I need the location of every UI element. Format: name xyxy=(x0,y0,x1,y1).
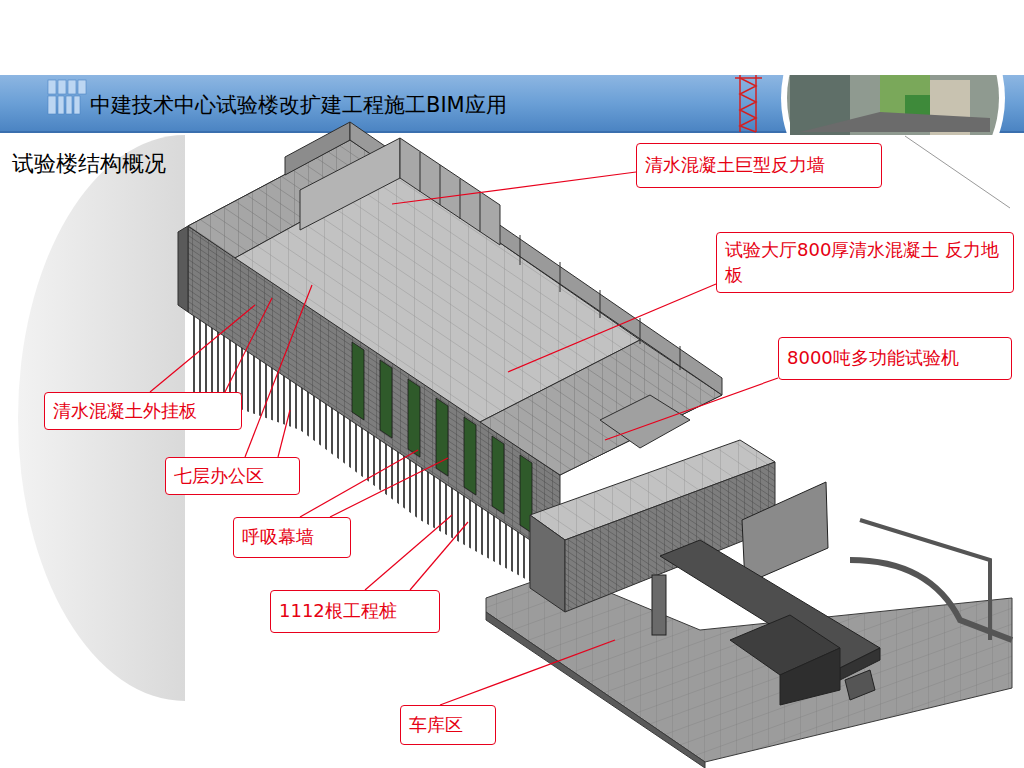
reaction-wall-part xyxy=(460,179,461,219)
callout-body: 呼吸幕墙 xyxy=(242,525,314,549)
site-photo-part xyxy=(800,112,990,132)
reaction-wall-part xyxy=(440,165,441,205)
callout-box: 试验大厅800厚清水混凝土 反力地板 xyxy=(716,232,1014,293)
decor-line xyxy=(905,136,1010,208)
callout-body: 车库区 xyxy=(409,713,463,737)
reaction-wall-part xyxy=(640,318,641,344)
callout-text: 七层办公区 xyxy=(174,464,264,488)
callout-box: 清水混凝土外挂板 xyxy=(44,392,242,430)
garage-slab-part xyxy=(850,560,1012,640)
callout-body: 1112根工程桩 xyxy=(279,599,397,623)
tower-crane-part xyxy=(739,75,741,132)
entrance-wing xyxy=(652,482,880,705)
leader-group-part xyxy=(392,172,636,204)
callout-box: 七层办公区 xyxy=(165,457,300,495)
reaction-wall-part xyxy=(300,138,400,230)
callout-box: 呼吸幕墙 xyxy=(233,517,351,558)
leader-group-part xyxy=(225,298,272,392)
site-photo-part xyxy=(781,75,1005,135)
tower-crane xyxy=(735,75,762,132)
leader-group-part xyxy=(440,640,615,705)
callout-box: 清水混凝土巨型反力墙 xyxy=(636,143,882,188)
entrance-wing-part xyxy=(742,482,828,584)
tower-crane-part xyxy=(735,77,762,79)
curtain-wall-part xyxy=(436,398,448,476)
site-photo-part xyxy=(787,75,999,135)
curtain-wall-part xyxy=(408,379,420,457)
callout-body: 七层办公区 xyxy=(174,464,264,488)
garage-slab-part xyxy=(486,612,705,768)
section-heading: 试验楼结构概况 xyxy=(12,151,166,177)
company-logo-part xyxy=(58,80,66,94)
callout-text: 1112根工程桩 xyxy=(279,599,397,623)
callout-box: 车库区 xyxy=(400,705,496,745)
callout-text: 清水混凝土外挂板 xyxy=(53,399,197,423)
leader-group-part xyxy=(245,285,312,457)
reaction-wall-part xyxy=(600,290,601,318)
callout-text: 车库区 xyxy=(409,713,463,737)
garage-slab-part xyxy=(860,520,990,640)
building-facade-part xyxy=(178,226,188,312)
tower-crane-part xyxy=(740,78,756,132)
reaction-wall-part xyxy=(480,192,481,232)
callout-body: 试验大厅800厚清水混凝土 反力地板 xyxy=(725,238,1005,287)
company-logo-part xyxy=(48,80,56,94)
entrance-wing-part xyxy=(780,648,840,705)
callout-body: 清水混凝土外挂板 xyxy=(53,399,197,423)
leader-group-part xyxy=(150,305,255,392)
leader-group-part xyxy=(278,410,290,457)
leader-group-part xyxy=(508,284,716,372)
leader-group-part xyxy=(330,458,448,517)
slide-title: 中建技术中心试验楼改扩建工程施工BIM应用 xyxy=(90,93,507,118)
entrance-wing-part xyxy=(652,575,666,635)
company-logo-part xyxy=(78,80,86,94)
leader-group-part xyxy=(410,522,468,590)
company-logo-part xyxy=(58,96,64,114)
curtain-wall-part xyxy=(492,436,504,514)
leader-group xyxy=(150,172,778,705)
grey-semicircle xyxy=(18,135,185,701)
reaction-wall-part xyxy=(285,122,350,175)
callout-box: 8000吨多功能试验机 xyxy=(778,337,1012,380)
callout-text: 呼吸幕墙 xyxy=(242,525,314,549)
company-logo-part xyxy=(48,96,56,114)
leader-group-part xyxy=(300,450,418,517)
callout-body: 8000吨多功能试验机 xyxy=(787,346,959,370)
reaction-wall-part xyxy=(560,262,561,292)
callout-box: 1112根工程桩 xyxy=(270,590,440,633)
connecting-block-part xyxy=(530,515,565,612)
curtain-wall-part xyxy=(380,360,392,438)
company-logo xyxy=(48,80,86,114)
callout-text: 8000吨多功能试验机 xyxy=(787,346,959,370)
reaction-wall-part xyxy=(420,152,421,192)
company-logo-part xyxy=(68,80,76,94)
reaction-wall-part xyxy=(680,346,681,370)
callout-text: 试验大厅800厚清水混凝土 反力地板 xyxy=(725,238,1005,287)
leader-group-part xyxy=(605,378,778,440)
site-photo xyxy=(781,75,1005,135)
entrance-wing-part xyxy=(845,670,875,700)
building-top-part xyxy=(600,395,690,448)
tower-crane-part xyxy=(755,75,757,132)
leader-group-part xyxy=(365,515,452,590)
callout-body: 清水混凝土巨型反力墙 xyxy=(645,153,825,177)
grey-semicircle-part xyxy=(18,135,185,701)
reaction-wall-part xyxy=(520,235,521,265)
curtain-wall-part xyxy=(352,342,364,420)
company-logo-part xyxy=(74,96,80,114)
callout-text: 清水混凝土巨型反力墙 xyxy=(645,153,825,177)
curtain-wall-part xyxy=(464,417,476,495)
company-logo-part xyxy=(66,96,72,114)
